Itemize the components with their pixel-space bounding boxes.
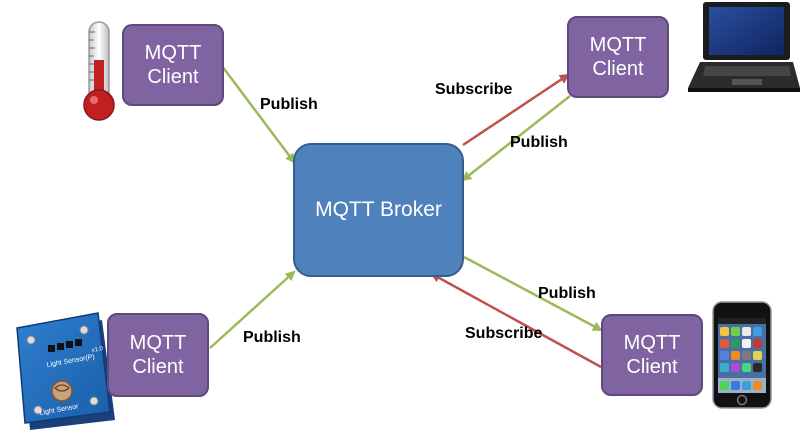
publish-arrow-bottom-right: [463, 255, 603, 332]
thermometer-icon: [83, 21, 115, 121]
subscribe-arrow-top-right: [462, 73, 570, 147]
subscribe-arrow-bottom-right: [430, 272, 602, 369]
client-label-line1: MQTT: [623, 332, 681, 354]
mqtt-client-bottom-right: MQTT Client: [601, 314, 703, 396]
smartphone-icon: [712, 301, 772, 409]
mqtt-client-top-right: MQTT Client: [567, 16, 669, 98]
sensor-label-version: v1.0: [91, 346, 104, 354]
publish-arrow-top-left: [221, 65, 296, 164]
publish-label-top-left: Publish: [260, 96, 318, 113]
subscribe-label-bottom-right: Subscribe: [465, 325, 543, 342]
subscribe-label-top-right: Subscribe: [435, 81, 513, 98]
client-label-line1: MQTT: [589, 34, 647, 56]
client-label-line2: Client: [626, 356, 678, 378]
client-label-line1: MQTT: [144, 42, 202, 64]
publish-label-bottom-right: Publish: [538, 285, 596, 302]
client-label-line2: Client: [592, 58, 644, 80]
mqtt-client-top-left: MQTT Client: [122, 24, 224, 106]
client-label-line2: Client: [147, 66, 199, 88]
laptop-icon: [688, 2, 800, 92]
client-label-line2: Client: [132, 356, 184, 378]
mqtt-client-bottom-left: MQTT Client: [107, 313, 209, 397]
mqtt-broker-label: MQTT Broker: [315, 198, 442, 221]
mqtt-broker-node: MQTT Broker: [293, 143, 464, 277]
publish-label-bottom-left: Publish: [243, 329, 301, 346]
publish-arrow-bottom-left: [209, 270, 296, 349]
client-label-line1: MQTT: [129, 332, 187, 354]
publish-label-top-right: Publish: [510, 134, 568, 151]
publish-arrow-top-right: [461, 95, 571, 182]
light-sensor-icon: Light Sensor(P) v1.0 Light Sensor: [16, 312, 115, 430]
